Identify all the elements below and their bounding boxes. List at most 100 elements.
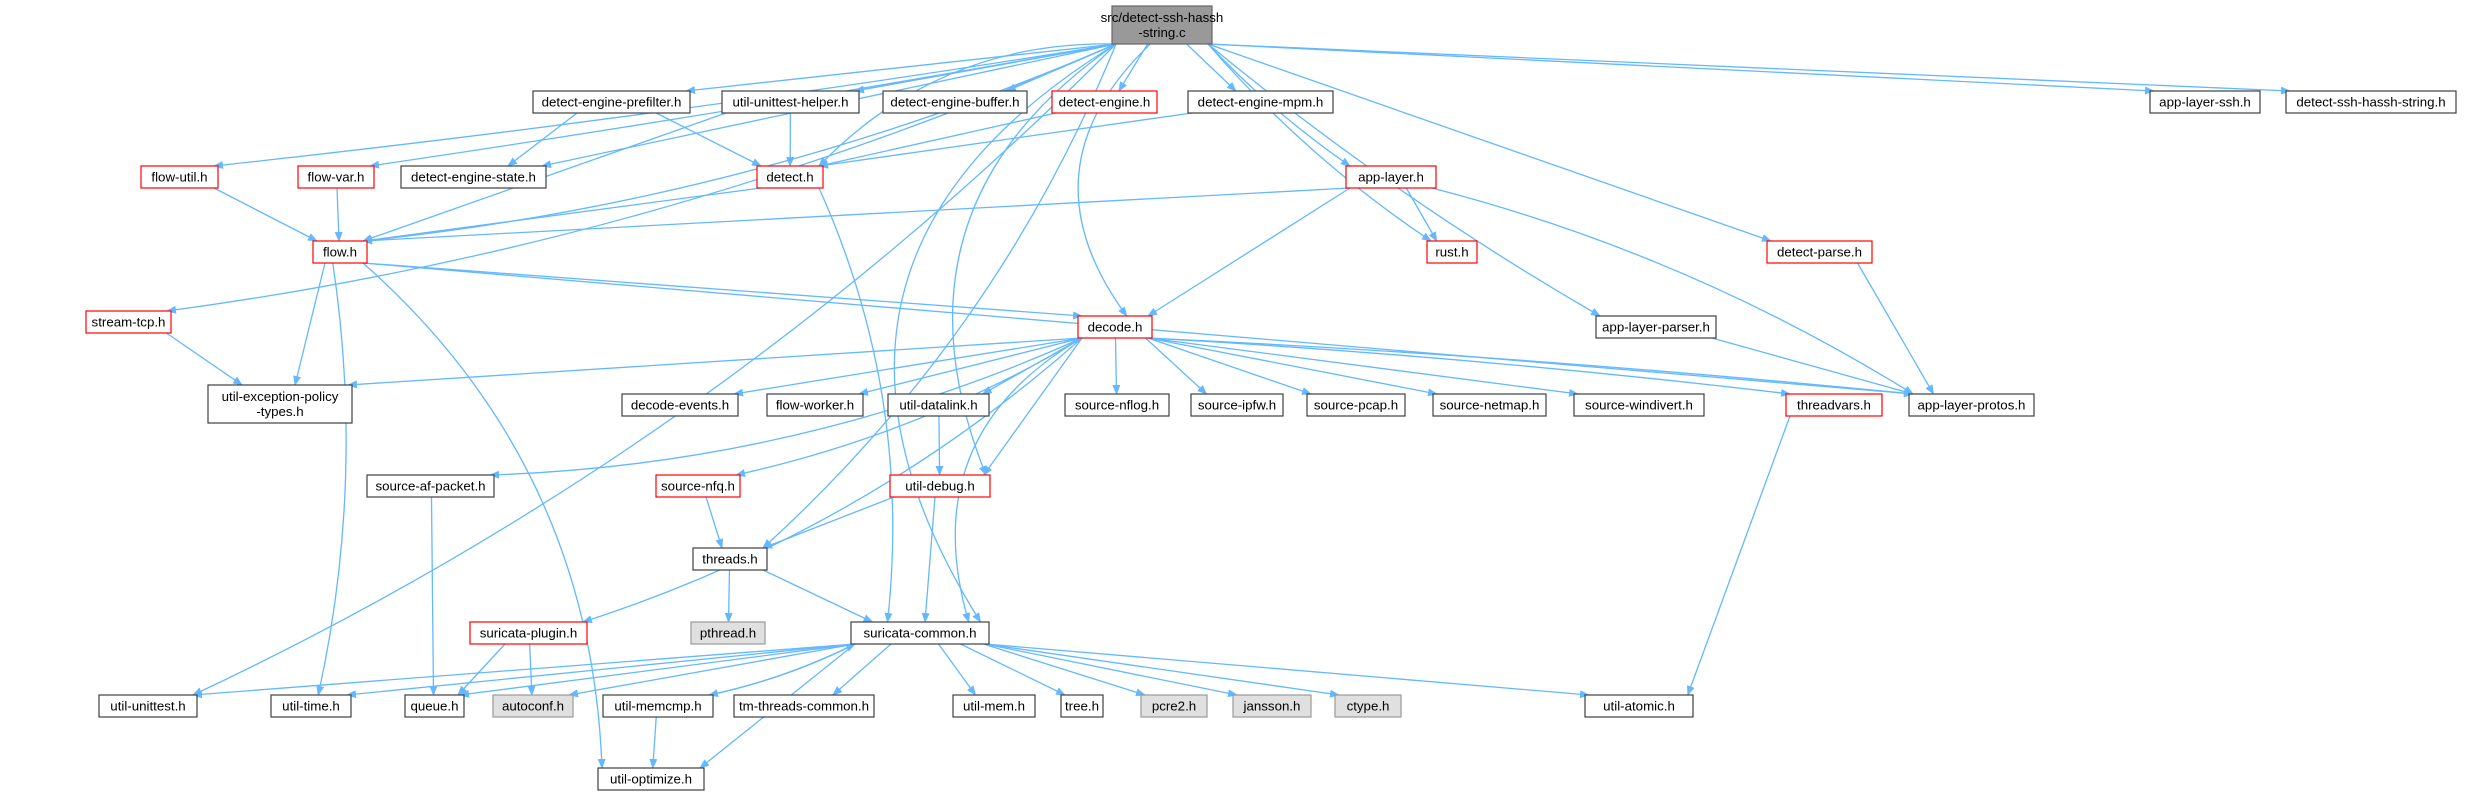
node-app-layer-protos[interactable]: app-layer-protos.h (1908, 393, 2035, 417)
node-source-nfq[interactable]: source-nfq.h (655, 474, 741, 498)
node-source-netmap[interactable]: source-netmap.h (1432, 393, 1547, 417)
node-label: detect-engine-state.h (411, 170, 536, 185)
node-box (721, 90, 860, 114)
edge-root-to-rust (1207, 43, 1432, 242)
node-detect-ssh-hassh-string[interactable]: detect-ssh-hassh-string.h (2285, 90, 2457, 114)
node-box (1140, 694, 1208, 718)
node-util-mem[interactable]: util-mem.h (952, 694, 1036, 718)
node-label: pthread.h (700, 626, 756, 641)
node-box (404, 694, 465, 718)
node-jansson[interactable]: jansson.h (1232, 694, 1312, 718)
node-box (469, 621, 588, 645)
edge-root-to-decode (1077, 43, 1151, 317)
node-box (597, 767, 705, 791)
edge-decode-to-threadvars (1147, 337, 1791, 397)
node-util-time[interactable]: util-time.h (270, 694, 352, 718)
edge-dep_prefilter-to-detect (655, 112, 762, 167)
node-util-unittest-helper[interactable]: util-unittest-helper.h (721, 90, 860, 114)
node-detect-parse[interactable]: detect-parse.h (1766, 240, 1873, 264)
node-source-af-packet[interactable]: source-af-packet.h (366, 474, 495, 498)
node-dep-mpm[interactable]: detect-engine-mpm.h (1187, 90, 1334, 114)
node-flow-util[interactable]: flow-util.h (140, 165, 219, 189)
node-box (270, 694, 352, 718)
edge-root-to-flow (362, 43, 1117, 245)
node-dep-prefilter[interactable]: detect-engine-prefilter.h (532, 90, 691, 114)
node-label: util-mem.h (963, 699, 1025, 714)
edge-detect_parse-to-app_layer_protos (1856, 262, 1935, 395)
node-decode[interactable]: decode.h (1077, 315, 1153, 339)
node-dep-state[interactable]: detect-engine-state.h (400, 165, 547, 189)
node-rust[interactable]: rust.h (1426, 240, 1478, 264)
edge-flow-to-decode (362, 262, 1083, 320)
node-label: util-unittest-helper.h (732, 95, 848, 110)
node-box (756, 165, 824, 189)
edge-root-to-detect (818, 43, 1117, 167)
node-source-windivert[interactable]: source-windivert.h (1573, 393, 1705, 417)
node-util-memcmp[interactable]: util-memcmp.h (602, 694, 714, 718)
node-pthread[interactable]: pthread.h (690, 621, 766, 645)
node-source-pcap[interactable]: source-pcap.h (1306, 393, 1406, 417)
edge-decode-to-source_ipfw (1145, 337, 1208, 395)
node-label: source-windivert.h (1585, 398, 1693, 413)
node-box (1908, 393, 2035, 417)
node-label: detect.h (766, 170, 813, 185)
node-label: src/detect-ssh-hassh (1101, 10, 1224, 25)
node-source-ipfw[interactable]: source-ipfw.h (1190, 393, 1284, 417)
node-label: source-nflog.h (1075, 398, 1159, 413)
node-pcre2[interactable]: pcre2.h (1140, 694, 1208, 718)
node-label: util-time.h (282, 699, 340, 714)
node-util-optimize[interactable]: util-optimize.h (597, 767, 705, 791)
node-util-datalink[interactable]: util-datalink.h (887, 393, 990, 417)
node-box (882, 90, 1028, 114)
edge-suricata_common-to-tm_threads_common (832, 643, 892, 696)
node-detect[interactable]: detect.h (756, 165, 824, 189)
node-box (952, 694, 1036, 718)
node-box (621, 393, 739, 417)
edge-root-to-app_layer_ssh (1207, 43, 2155, 95)
node-tm-threads-common[interactable]: tm-threads-common.h (733, 694, 875, 718)
node-threadvars[interactable]: threadvars.h (1785, 393, 1883, 417)
node-util-debug[interactable]: util-debug.h (889, 474, 991, 498)
edge-flow_var-to-flow (334, 187, 343, 242)
node-tree[interactable]: tree.h (1060, 694, 1104, 718)
node-box (1766, 240, 1873, 264)
node-label: threadvars.h (1797, 398, 1871, 413)
node-ctype[interactable]: ctype.h (1334, 694, 1402, 718)
node-label: source-ipfw.h (1198, 398, 1276, 413)
node-box (692, 547, 768, 571)
node-dep-buffer[interactable]: detect-engine-buffer.h (882, 90, 1028, 114)
node-threads[interactable]: threads.h (692, 547, 768, 571)
edge-root-to-threads (762, 43, 1117, 549)
node-flow-worker[interactable]: flow-worker.h (766, 393, 864, 417)
node-label: -types.h (256, 404, 303, 419)
node-root[interactable]: src/detect-ssh-hassh-string.c (1101, 5, 1224, 45)
node-util-atomic[interactable]: util-atomic.h (1584, 694, 1694, 718)
node-suricata-plugin[interactable]: suricata-plugin.h (469, 621, 588, 645)
node-util-unittest[interactable]: util-unittest.h (98, 694, 198, 718)
node-util-exception-policy[interactable]: util-exception-policy-types.h (207, 384, 353, 424)
node-app-layer[interactable]: app-layer.h (1345, 165, 1437, 189)
node-box (400, 165, 547, 189)
node-app-layer-ssh[interactable]: app-layer-ssh.h (2149, 90, 2261, 114)
node-detect-engine[interactable]: detect-engine.h (1051, 90, 1158, 114)
node-queue[interactable]: queue.h (404, 694, 465, 718)
node-stream-tcp[interactable]: stream-tcp.h (85, 310, 172, 334)
edge-dep_prefilter-to-dep_state (507, 112, 578, 167)
node-label: flow-var.h (308, 170, 365, 185)
node-source-nflog[interactable]: source-nflog.h (1064, 393, 1170, 417)
node-label: detect-engine-prefilter.h (542, 95, 682, 110)
node-label: suricata-common.h (863, 626, 976, 641)
node-flow-var[interactable]: flow-var.h (297, 165, 375, 189)
node-label: app-layer-protos.h (1918, 398, 2026, 413)
node-flow[interactable]: flow.h (312, 240, 368, 264)
node-app-layer-parser[interactable]: app-layer-parser.h (1595, 315, 1717, 339)
node-label: flow-util.h (151, 170, 207, 185)
node-decode-events[interactable]: decode-events.h (621, 393, 739, 417)
edge-decode-to-source_nfq (735, 337, 1083, 477)
edge-decode-to-suricata_common (954, 337, 1083, 623)
node-label: stream-tcp.h (92, 315, 166, 330)
node-suricata-common[interactable]: suricata-common.h (850, 621, 990, 645)
node-autoconf[interactable]: autoconf.h (492, 694, 574, 718)
edge-suricata_common-to-util_unittest (192, 643, 856, 699)
